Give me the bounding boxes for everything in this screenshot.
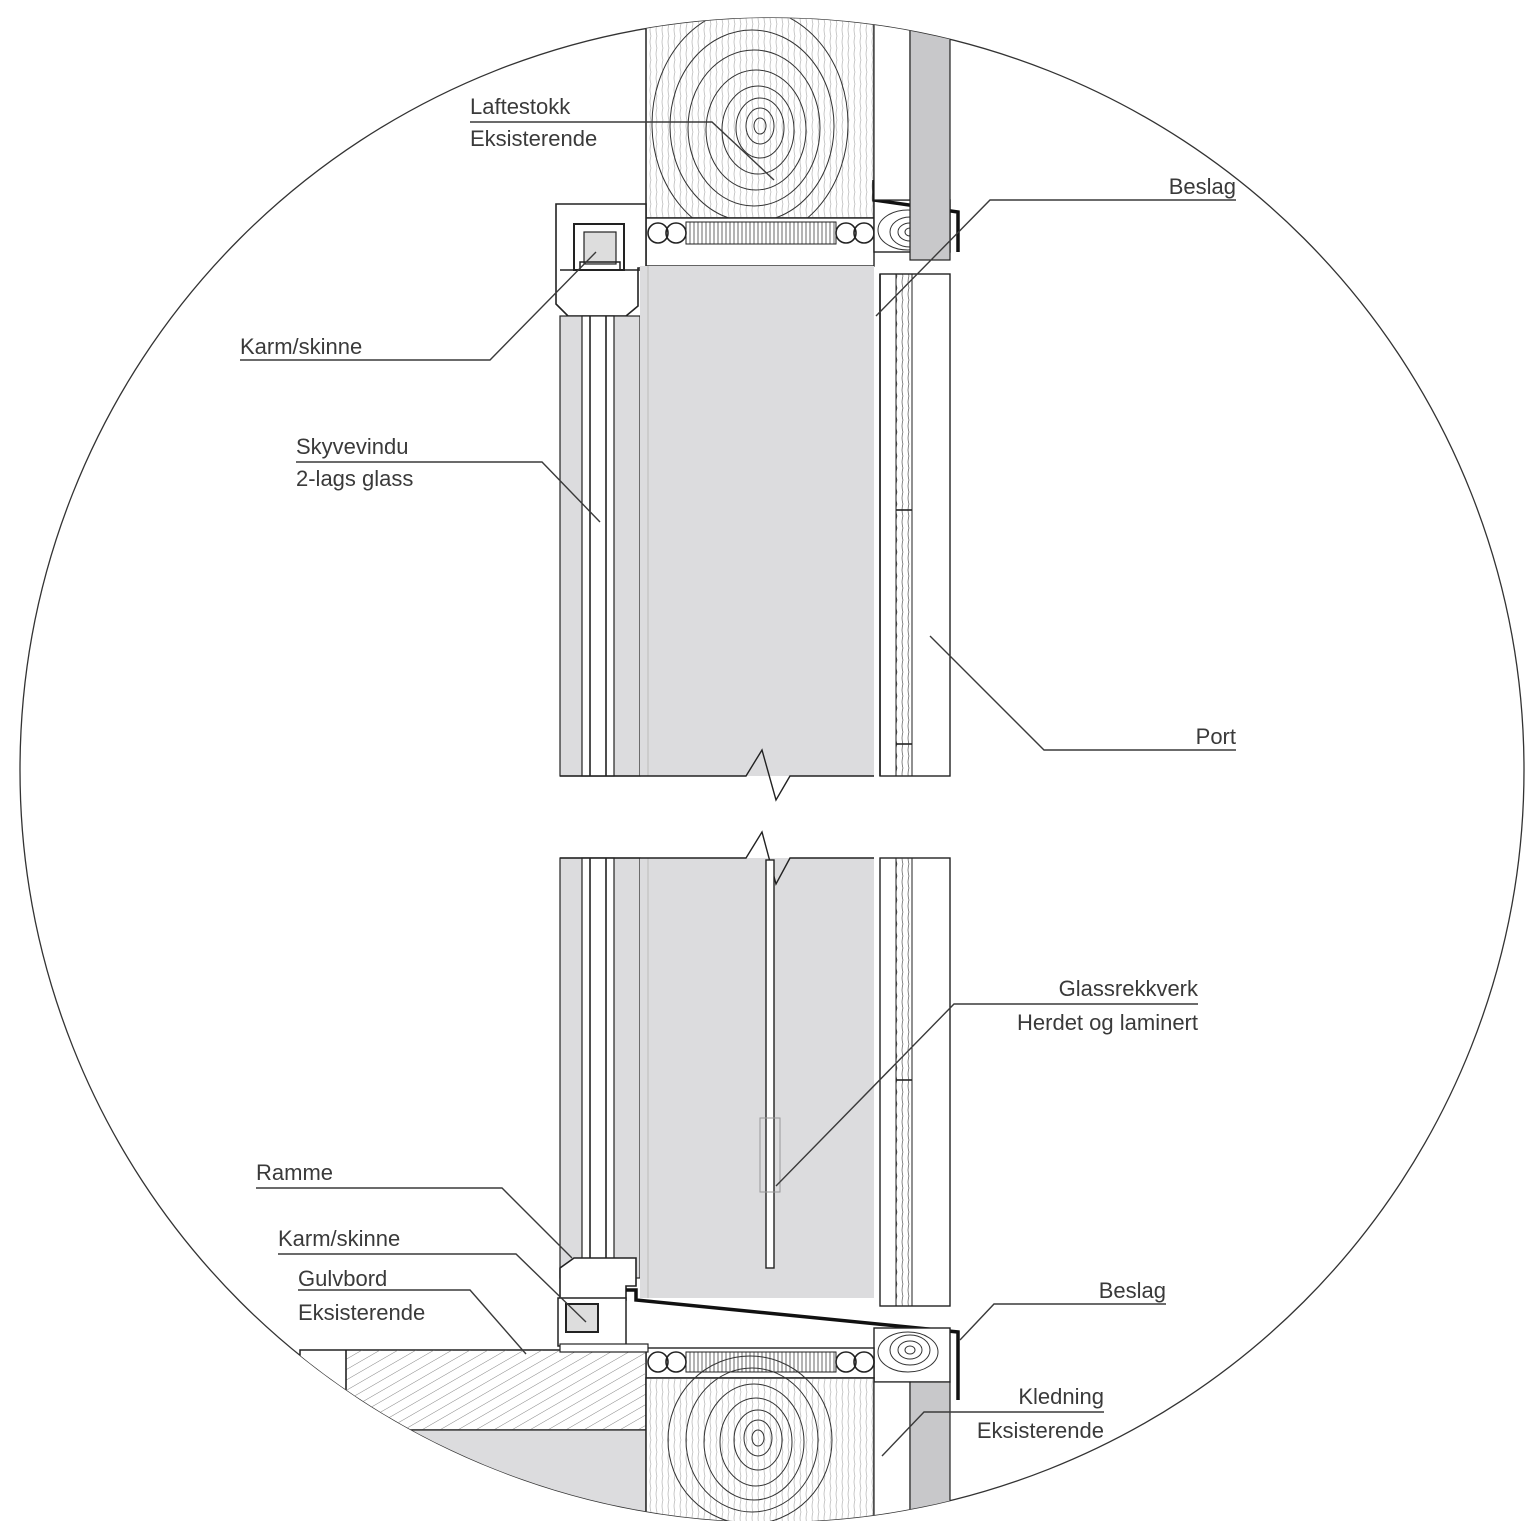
upper-window-section — [559, 266, 874, 802]
label-karm-bottom: Karm/skinne — [278, 1226, 400, 1251]
label-skyvevindu: Skyvevindu — [296, 434, 409, 459]
label-kledning: Kledning — [1018, 1384, 1104, 1409]
top-frame-profile — [555, 203, 647, 317]
label-skyvevindu-sub: 2-lags glass — [296, 466, 413, 491]
label-glassrekkverk: Glassrekkverk — [1059, 976, 1199, 1001]
glass-railing — [759, 859, 781, 1269]
exterior-cladding-bottom — [873, 1381, 951, 1521]
label-laftestokk-sub: Eksisterende — [470, 126, 597, 151]
top-log-rings — [651, 18, 849, 241]
bottom-beslag-block — [873, 1327, 951, 1383]
label-glassrekkverk-sub: Herdet og laminert — [1017, 1010, 1198, 1035]
label-port: Port — [1196, 724, 1236, 749]
label-karm-top: Karm/skinne — [240, 334, 362, 359]
label-gulvbord-sub: Eksisterende — [298, 1300, 425, 1325]
top-log — [645, 18, 875, 241]
leader-lines — [240, 121, 1236, 1457]
bottom-seal-band — [645, 1347, 875, 1379]
label-beslag-bottom: Beslag — [1099, 1278, 1166, 1303]
lower-window-section — [559, 830, 874, 1298]
label-ramme: Ramme — [256, 1160, 333, 1185]
label-gulvbord: Gulvbord — [298, 1266, 387, 1291]
label-laftestokk: Laftestokk — [470, 94, 571, 119]
exterior-cladding-top — [873, 18, 951, 261]
floor-board — [299, 1343, 649, 1521]
label-beslag-top: Beslag — [1169, 174, 1236, 199]
bottom-log — [645, 1355, 875, 1521]
port-upper — [879, 273, 951, 777]
port-lower — [879, 857, 951, 1307]
top-seal-band — [645, 217, 875, 267]
label-kledning-sub: Eksisterende — [977, 1418, 1104, 1443]
